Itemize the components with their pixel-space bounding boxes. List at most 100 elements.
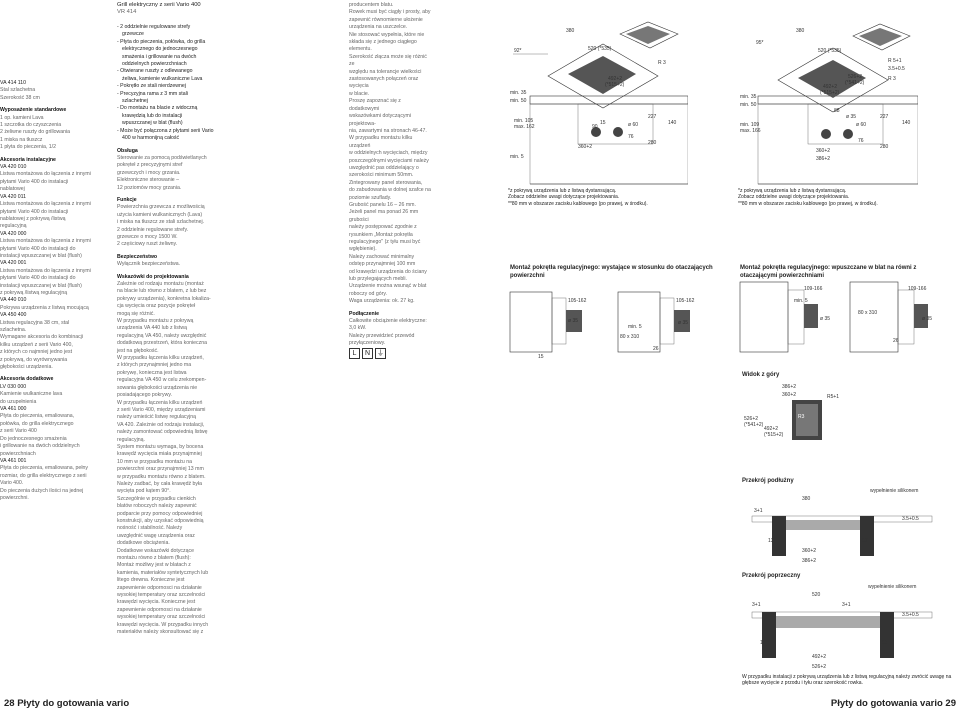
- footer-left: 28 Płyty do gotowania vario: [4, 698, 129, 709]
- text-line: elementu.: [349, 46, 372, 53]
- text-line: Nie stosować wypełnia, które nie: [349, 31, 425, 38]
- svg-text:min. 35: min. 35: [740, 94, 757, 100]
- text-line: Powierzchnia grzewcza z możliwością: [117, 204, 205, 211]
- text-line: 3,0 kW.: [349, 325, 367, 332]
- svg-text:95*: 95*: [756, 40, 764, 46]
- svg-text:105-162: 105-162: [568, 298, 587, 304]
- svg-text:80 x 310: 80 x 310: [620, 334, 639, 340]
- text-line: z których przynajmniej jedno ma: [117, 362, 192, 369]
- text-line: rysunkiem „Montaż pokrętła: [349, 231, 413, 238]
- top-view-title: Widok z góry: [742, 372, 780, 378]
- text-line: względu na tolerancje wielkości: [349, 68, 422, 75]
- text-line: wysokiej temperatury oraz szczelności: [117, 614, 206, 621]
- svg-text:(*541+2): (*541+2): [845, 80, 865, 86]
- svg-text:max. 162: max. 162: [514, 124, 535, 130]
- text-line: konstrukcji, aby uzyskać odpowiednią: [117, 518, 204, 524]
- product-body: - 2 oddzielnie regulowane strefy grzewcz…: [117, 24, 229, 637]
- text-line: roboczy od góry.: [349, 290, 387, 297]
- text-line: dodatkowe obciążenia.: [117, 540, 170, 547]
- text-line: głębokości urządzenia.: [0, 364, 53, 371]
- text-line: VA 420. Zależnie od rodzaju instalacji,: [117, 421, 205, 428]
- svg-text:492+2: 492+2: [812, 654, 826, 660]
- text-line: Do pieczenia dużych ilości na jednej: [0, 487, 84, 494]
- text-line: Wyłącznik bezpieczeństwa.: [117, 261, 181, 268]
- text-line: W przypadku łączenia kilku urządzeń,: [117, 355, 204, 362]
- svg-text:386+2: 386+2: [816, 156, 830, 162]
- page-number-left: 28: [4, 698, 15, 709]
- text-line: lub przylegających mebli.: [349, 276, 407, 283]
- text-line: wskazówkami dotyczącymi projektowa-: [349, 113, 411, 127]
- text-line: powierzchni oraz przynajmniej 13 mm: [117, 466, 204, 473]
- svg-text:526+2: 526+2: [848, 74, 862, 80]
- svg-text:wypełnienie silikonem: wypełnienie silikonem: [868, 584, 916, 590]
- text-line: grzewcze o mocy 1500 W.: [117, 233, 178, 240]
- text-line: w przypadku montażu równo z blatem.: [117, 473, 206, 480]
- svg-text:(*541+2): (*541+2): [744, 422, 764, 428]
- text-line: Bezpieczeństwo: [117, 253, 158, 260]
- knob-protruding-title: Montaż pokrętła regulacyjnego: wystające…: [510, 265, 713, 279]
- text-line: - Do montażu na blacie z widoczną: [117, 105, 198, 112]
- text-line: 1 miska na tłuszcz: [0, 136, 43, 143]
- text-line: Płyta do pieczenia, emaliowana, pełny: [0, 465, 88, 472]
- text-line: mogą się różnić.: [117, 310, 155, 317]
- text-line: krawędzi wycięcia. Konieczne jest: [117, 599, 196, 606]
- svg-text:ø 35: ø 35: [568, 318, 578, 324]
- text-line: Listwa regulacyjna 38 cm, stal: [0, 319, 70, 326]
- installation-notes-column: producentem blatu.Rowek musi być ciągły …: [349, 2, 431, 348]
- svg-text:13: 13: [862, 538, 868, 544]
- knob-flush-title: Montaż pokrętła regulacyjnego: wpuszczan…: [740, 265, 917, 279]
- text-line: z pokrywą, do wyrównywania: [0, 356, 68, 363]
- svg-text:109-166: 109-166: [908, 286, 927, 292]
- text-line: wgłębienie).: [349, 246, 377, 253]
- text-line: instalacji wpuszczanej w blat (flush): [0, 282, 82, 289]
- text-line: VA 414 110: [0, 80, 27, 86]
- footer-title-right: Płyty do gotowania vario: [830, 698, 943, 709]
- svg-text:3+1: 3+1: [752, 602, 761, 608]
- svg-text:360+2: 360+2: [802, 548, 816, 554]
- text-line: VA 461 000: [0, 406, 27, 413]
- text-line: płytami Vario 400 do instalacji do: [0, 275, 76, 282]
- text-line: producentem blatu.: [349, 2, 394, 8]
- neutral-symbol: N: [362, 348, 373, 359]
- svg-text:360+2: 360+2: [782, 392, 796, 398]
- text-line: W przypadku montażu kilku urządzeń: [349, 135, 413, 149]
- svg-text:wypełnienie silikonem: wypełnienie silikonem: [870, 488, 918, 494]
- text-line: VA 461 001: [0, 457, 27, 464]
- cross-section-diagram: 520 3+1 3+1 wypełnienie silikonem 3.5+0.…: [742, 582, 942, 674]
- text-line: 12 poziomów mocy grzania.: [117, 184, 182, 191]
- text-line: należy zamontować odpowiednią listwę: [117, 429, 208, 436]
- text-line: instalacji wpuszczanej w blat (flush): [0, 252, 82, 259]
- note-right: *z pokrywą urządzenia lub z listwą dysta…: [738, 188, 878, 207]
- svg-text:R3: R3: [798, 414, 805, 420]
- text-line: i grillowanie na dwóch oddzielnych: [0, 443, 80, 450]
- text-line: Grubość panelu 16 – 26 mm.: [349, 201, 416, 208]
- svg-text:140: 140: [668, 120, 677, 126]
- text-line: Montaż możliwy jest w blatach z: [117, 562, 191, 569]
- svg-text:13: 13: [768, 538, 774, 544]
- text-line: 2 częściowy ruszt żeliwny.: [117, 241, 178, 248]
- text-line: dodatkową przestrzeń, która konieczna: [117, 340, 207, 347]
- long-section-title: Przekrój podłużny: [742, 478, 794, 484]
- text-line: krawędzią lub do instalacji: [122, 112, 183, 119]
- bottom-note: W przypadku instalacji z pokrywą urządze…: [742, 674, 952, 687]
- svg-text:min. 5: min. 5: [510, 154, 524, 160]
- text-line: - Otwierane ruszty z odlewanego: [117, 68, 193, 75]
- svg-text:3.5+0.5: 3.5+0.5: [902, 516, 919, 522]
- svg-text:min. 105: min. 105: [514, 118, 533, 124]
- text-line: VA 420 001: [0, 260, 27, 267]
- text-line: nia, zawartymi na stronach 46-47.: [349, 127, 427, 134]
- text-line: odstęp przynajmniej 100 mm: [349, 261, 416, 268]
- text-line: Szerokość 38 cm: [0, 94, 40, 101]
- svg-text:(*515+2): (*515+2): [605, 82, 625, 88]
- text-line: elektrycznego do jednoczesnego: [122, 46, 198, 53]
- text-line: materiałów należy skonsultować się z: [117, 629, 204, 636]
- text-line: szlachetnej: [122, 98, 148, 105]
- footer-right: Płyty do gotowania vario 29: [831, 698, 956, 709]
- text-line: pokrywę, konieczna jest listwa: [117, 369, 187, 376]
- svg-text:min. 109: min. 109: [740, 122, 759, 128]
- svg-text:17: 17: [882, 640, 888, 646]
- svg-text:3.5+0.5: 3.5+0.5: [902, 612, 919, 618]
- text-line: VA 420 000: [0, 230, 27, 237]
- svg-text:26: 26: [893, 338, 899, 344]
